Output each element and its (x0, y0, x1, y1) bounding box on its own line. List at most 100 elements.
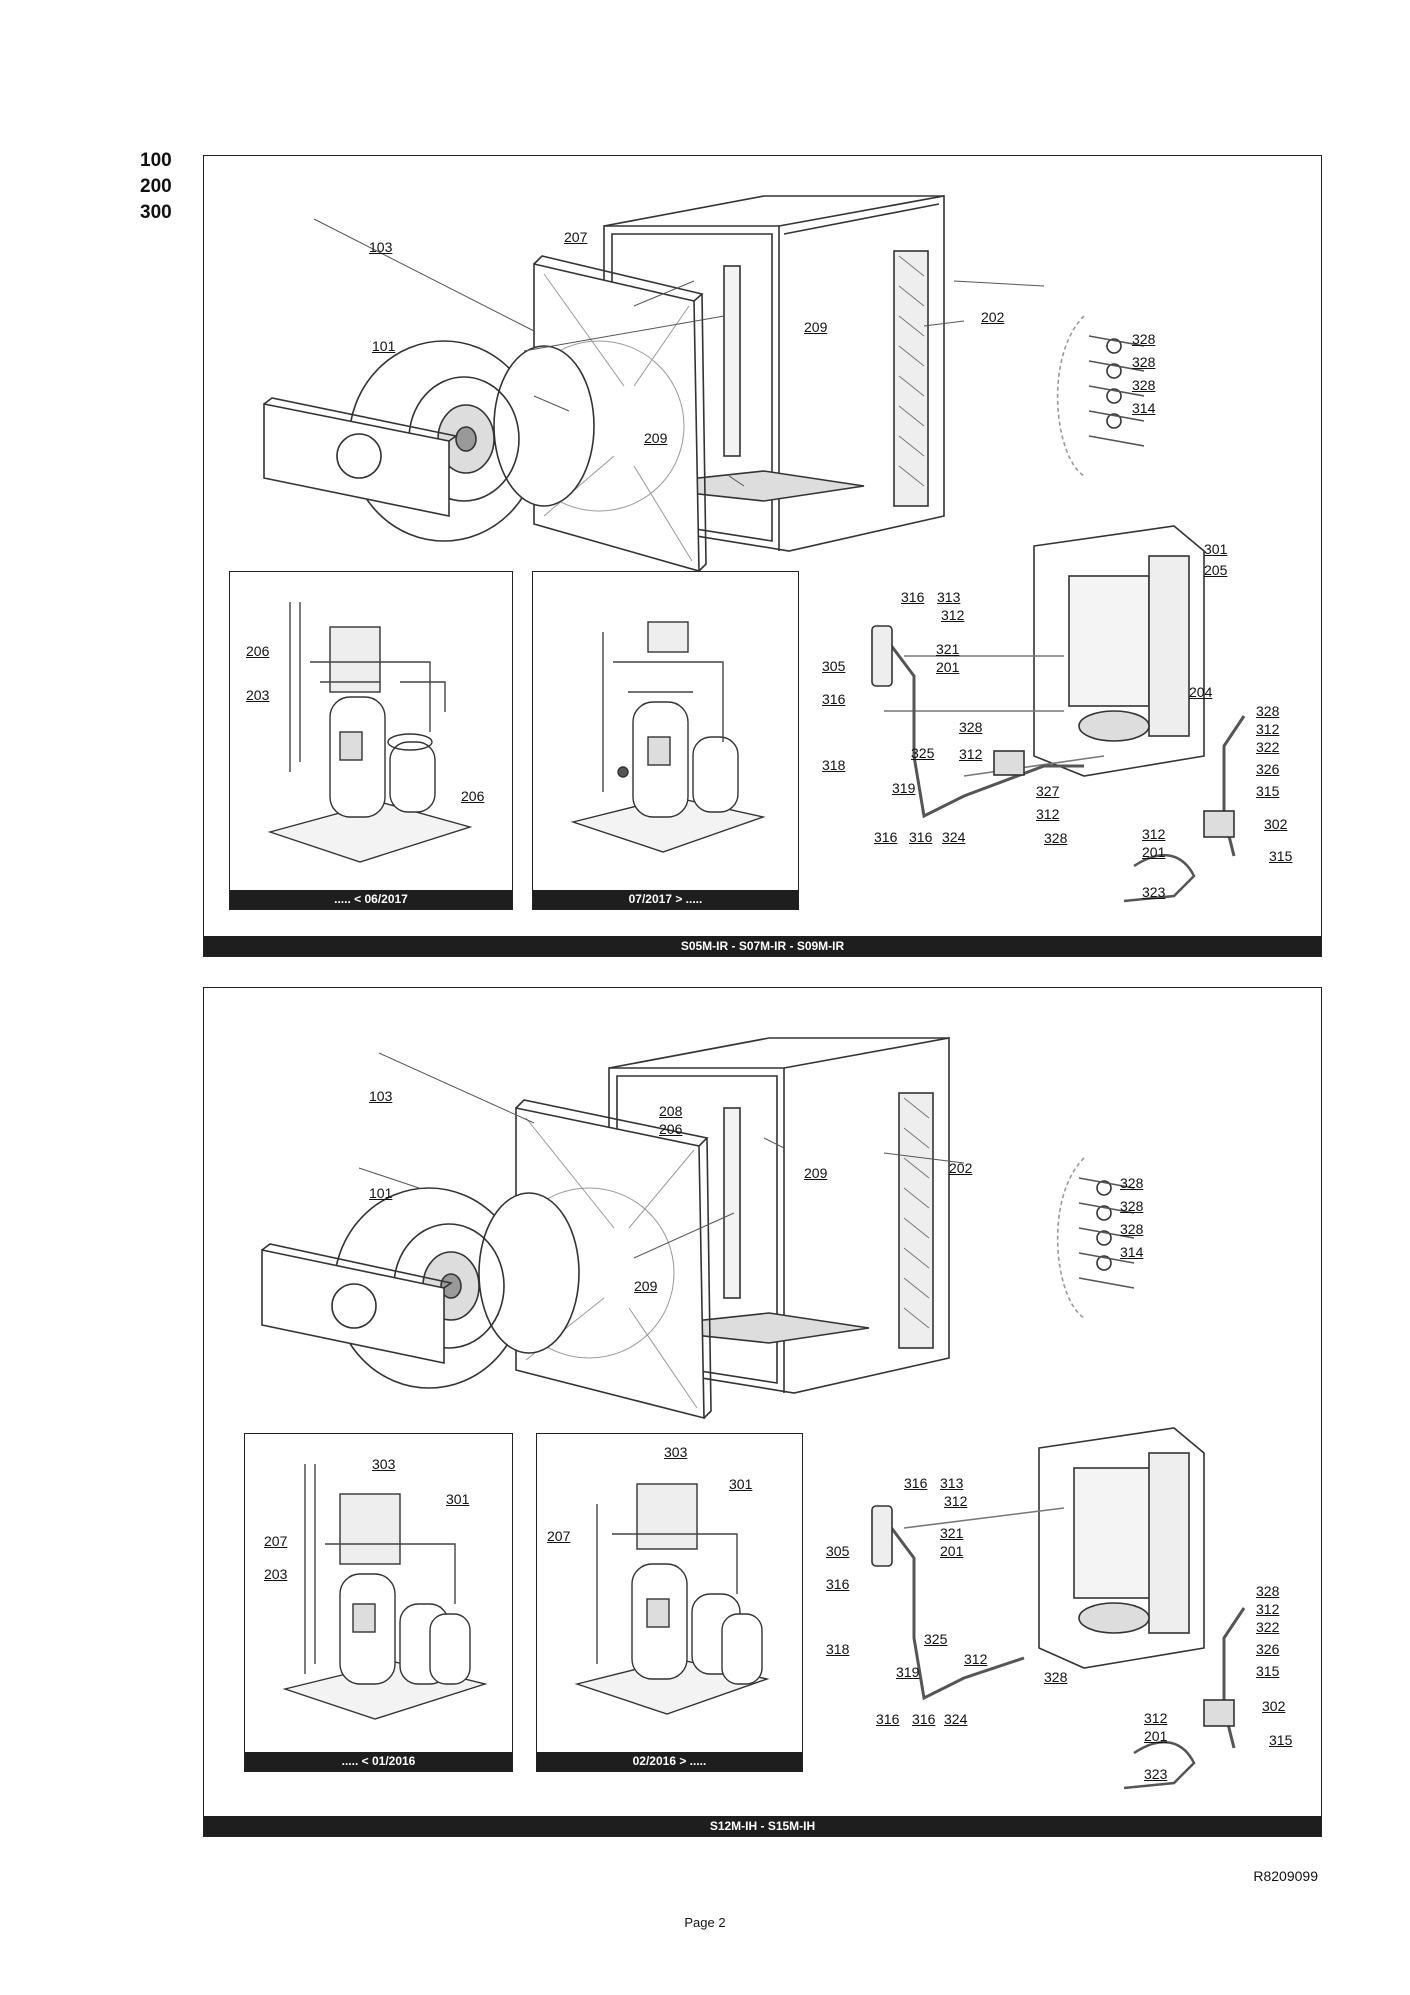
part-label: 207 (264, 1533, 288, 1549)
inset-variant-1: ..... < 01/2016 (244, 1433, 513, 1772)
part-label: 321 (940, 1525, 964, 1541)
part-label: 319 (896, 1664, 920, 1680)
part-label: 325 (924, 1631, 948, 1647)
exploded-view-drawing (263, 195, 1246, 903)
part-label: 103 (369, 239, 393, 255)
part-label: 315 (1269, 1732, 1293, 1748)
part-label: 323 (1142, 884, 1166, 900)
section-number: 100 (140, 150, 172, 171)
part-label: 312 (1142, 826, 1166, 842)
part-label: 301 (729, 1476, 753, 1492)
part-label: 321 (936, 641, 960, 657)
part-label: 314 (1120, 1244, 1144, 1260)
part-label: 303 (372, 1456, 396, 1472)
part-label: 328 (1132, 354, 1156, 370)
part-label: 328 (959, 719, 983, 735)
part-label: 316 (909, 829, 933, 845)
part-label: 316 (826, 1576, 850, 1592)
part-label: 202 (949, 1160, 973, 1176)
part-label: 328 (1256, 703, 1280, 719)
part-label: 209 (634, 1278, 658, 1294)
part-label: 312 (1036, 806, 1060, 822)
part-label: 201 (1144, 1728, 1168, 1744)
part-label: 301 (1204, 541, 1228, 557)
part-label: 201 (940, 1543, 964, 1559)
compressor-drawing (574, 1483, 770, 1715)
part-label: 312 (959, 746, 983, 762)
diagram-panel-2: ..... < 01/2016 02/2016 > ..... 103 208 … (203, 987, 1322, 1837)
document-reference: R8209099 (1253, 1868, 1318, 1884)
section-number: 300 (140, 202, 172, 223)
part-label: 316 (876, 1711, 900, 1727)
part-label: 322 (1256, 1619, 1280, 1635)
part-label: 318 (822, 757, 846, 773)
part-label: 326 (1256, 761, 1280, 777)
part-label: 314 (1132, 400, 1156, 416)
part-label: 322 (1256, 739, 1280, 755)
part-label: 316 (874, 829, 898, 845)
part-label: 319 (892, 780, 916, 796)
part-label: 209 (644, 430, 668, 446)
part-label: 305 (822, 658, 846, 674)
part-label: 313 (937, 589, 961, 605)
compressor-drawing (282, 1464, 488, 1720)
part-label: 101 (369, 1185, 393, 1201)
part-label: 312 (1144, 1710, 1168, 1726)
part-label: 328 (1120, 1198, 1144, 1214)
part-label: 315 (1269, 848, 1293, 864)
part-label: 328 (1132, 331, 1156, 347)
part-label: 328 (1044, 830, 1068, 846)
part-label: 206 (659, 1121, 683, 1137)
part-label: 312 (964, 1651, 988, 1667)
section-numbers: 100 200 300 (140, 148, 172, 226)
part-label: 312 (941, 607, 965, 623)
section-number: 200 (140, 176, 172, 197)
part-label: 207 (564, 229, 588, 245)
part-label: 324 (942, 829, 966, 845)
part-label: 325 (911, 745, 935, 761)
part-label: 316 (901, 589, 925, 605)
part-label: 302 (1264, 816, 1288, 832)
part-label: 207 (547, 1528, 571, 1544)
part-label: 327 (1036, 783, 1060, 799)
part-label: 315 (1256, 1663, 1280, 1679)
inset-variant-2: 07/2017 > ..... (532, 571, 799, 910)
part-label: 323 (1144, 1766, 1168, 1782)
part-label: 316 (822, 691, 846, 707)
compressor-drawing (570, 621, 766, 853)
part-label: 201 (936, 659, 960, 675)
compressor-drawing (267, 602, 473, 863)
part-label: 316 (912, 1711, 936, 1727)
part-label: 302 (1262, 1698, 1286, 1714)
part-label: 209 (804, 319, 828, 335)
model-bar: S12M-IH - S15M-IH (204, 1816, 1321, 1836)
part-label: 103 (369, 1088, 393, 1104)
inset-variant-2: 02/2016 > ..... (536, 1433, 803, 1772)
part-label: 305 (826, 1543, 850, 1559)
part-label: 301 (446, 1491, 470, 1507)
part-label: 326 (1256, 1641, 1280, 1657)
part-label: 202 (981, 309, 1005, 325)
part-label: 206 (246, 643, 270, 659)
part-label: 324 (944, 1711, 968, 1727)
part-label: 312 (1256, 721, 1280, 737)
part-label: 312 (1256, 1601, 1280, 1617)
diagram-panel-1: ..... < 06/2017 07/2017 > ..... 103 207 … (203, 155, 1322, 957)
exploded-view-drawing (261, 1037, 1246, 1790)
inset-caption: 02/2016 > ..... (537, 1752, 802, 1771)
part-label: 206 (461, 788, 485, 804)
page-number: Page 2 (684, 1915, 726, 1930)
part-label: 203 (264, 1566, 288, 1582)
part-label: 328 (1120, 1221, 1144, 1237)
inset-caption: ..... < 01/2016 (245, 1752, 512, 1771)
inset-variant-1: ..... < 06/2017 (229, 571, 513, 910)
part-label: 101 (372, 338, 396, 354)
part-label: 328 (1044, 1669, 1068, 1685)
inset-caption: ..... < 06/2017 (230, 890, 512, 909)
part-label: 328 (1120, 1175, 1144, 1191)
part-label: 203 (246, 687, 270, 703)
part-label: 316 (904, 1475, 928, 1491)
part-label: 328 (1132, 377, 1156, 393)
part-label: 204 (1189, 684, 1213, 700)
part-label: 318 (826, 1641, 850, 1657)
